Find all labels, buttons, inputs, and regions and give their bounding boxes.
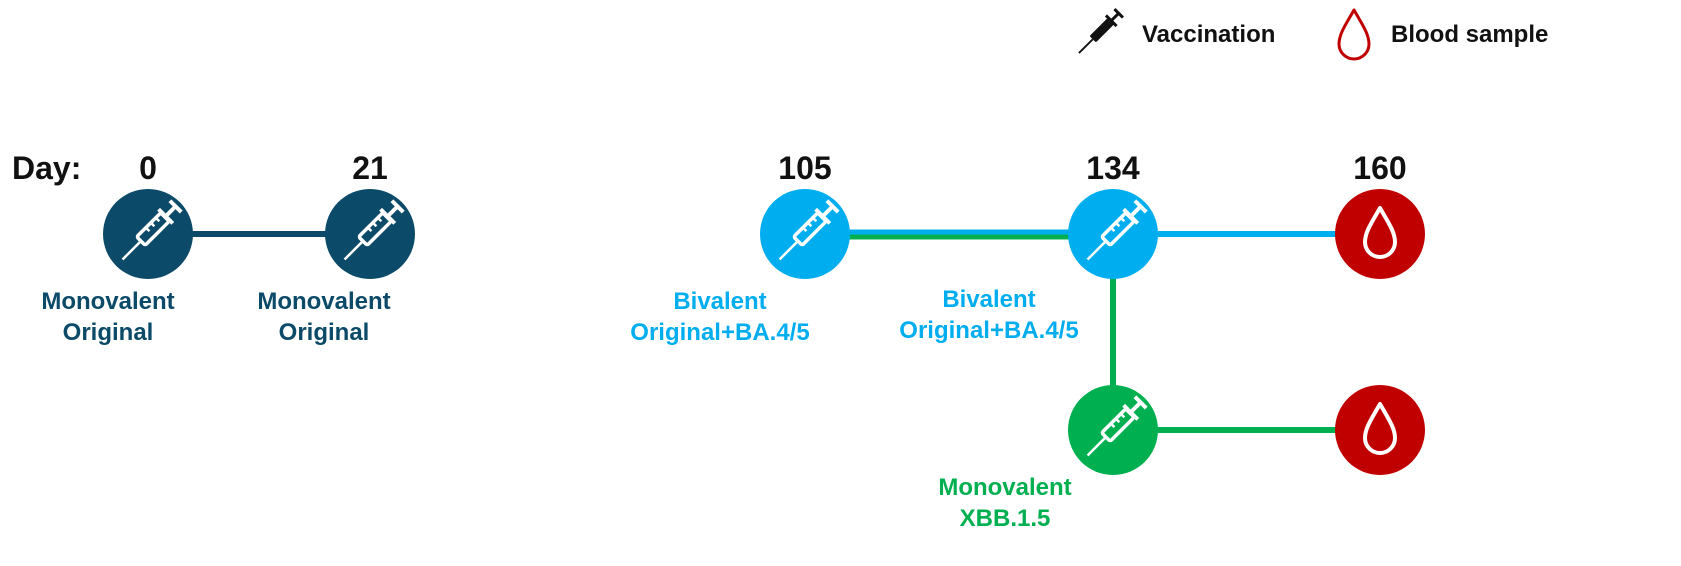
vaccination-node-day-105 — [760, 189, 850, 279]
vaccine-strain: Original — [62, 319, 154, 346]
vaccine-type: Monovalent — [938, 474, 1072, 501]
vaccination-node-day-134 — [1068, 189, 1158, 279]
blood-drop-icon — [1363, 206, 1397, 259]
legend-blood-drop-icon — [1337, 8, 1371, 61]
vaccination-node-day-0 — [103, 189, 193, 279]
day-axis-label: Day: — [12, 150, 82, 186]
day-label-0: 0 — [139, 150, 157, 186]
day-label-105: 105 — [778, 150, 832, 186]
day-label-134: 134 — [1086, 150, 1140, 186]
vaccine-strain: Original+BA.4/5 — [899, 317, 1079, 344]
vaccine-strain: Original — [278, 319, 370, 346]
blood-sample-node-upper — [1335, 189, 1425, 279]
vaccine-type: Monovalent — [41, 288, 175, 315]
legend-syringe-icon — [1072, 6, 1126, 60]
day-label-160: 160 — [1353, 150, 1407, 186]
vaccination-node-xbb — [1068, 385, 1158, 475]
legend-vaccination-label: Vaccination — [1142, 21, 1276, 48]
vaccine-label-day-0: Monovalent Original — [8, 286, 208, 348]
vaccine-strain: XBB.1.5 — [959, 505, 1051, 532]
vaccine-label-day-105: Bivalent Original+BA.4/5 — [605, 286, 835, 348]
vaccine-label-day-21: Monovalent Original — [224, 286, 424, 348]
blood-drop-icon — [1363, 402, 1397, 455]
vaccination-node-day-21 — [325, 189, 415, 279]
vaccine-type: Bivalent — [942, 286, 1036, 313]
day-label-21: 21 — [352, 150, 388, 186]
vaccine-strain: Original+BA.4/5 — [630, 319, 810, 346]
blood-sample-node-lower — [1335, 385, 1425, 475]
legend-blood-sample-label: Blood sample — [1391, 21, 1549, 48]
vaccine-label-day-134: Bivalent Original+BA.4/5 — [874, 284, 1104, 346]
vaccine-type: Bivalent — [673, 288, 767, 315]
vaccine-label-xbb: Monovalent XBB.1.5 — [905, 472, 1105, 534]
vaccine-type: Monovalent — [257, 288, 391, 315]
